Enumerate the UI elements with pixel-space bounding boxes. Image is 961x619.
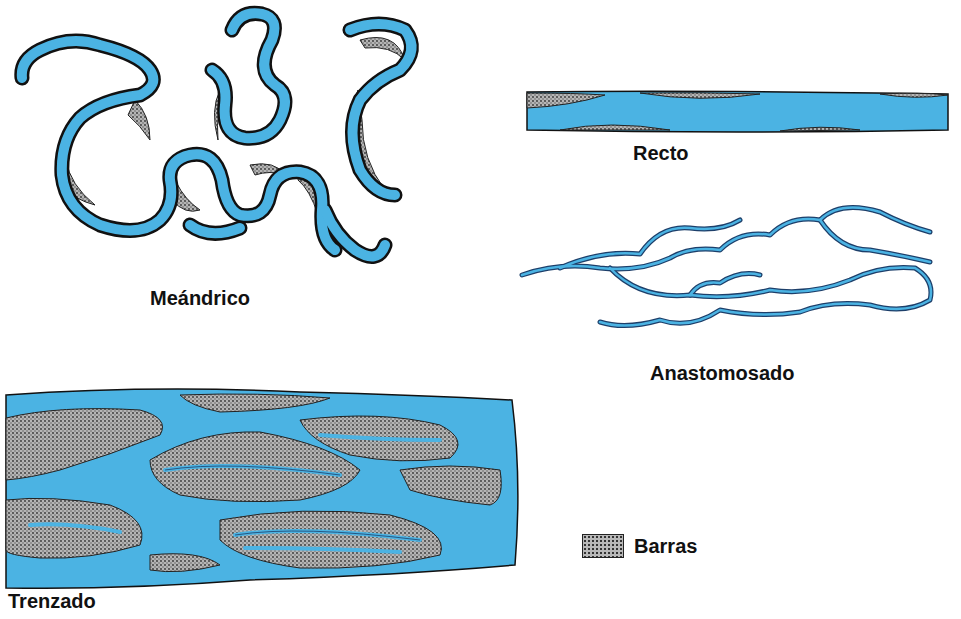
river-type-label: Anastomosado xyxy=(650,362,794,385)
river-type-label: Trenzado xyxy=(8,590,96,613)
legend-text: Barras xyxy=(634,535,697,558)
river-type-label: Meándrico xyxy=(150,287,250,310)
meander-channel xyxy=(22,13,412,256)
braided-channel xyxy=(6,389,518,588)
straight-channel xyxy=(527,91,948,132)
legend-swatch xyxy=(582,534,624,558)
river-type-label: Recto xyxy=(633,142,689,165)
anastomosing-channels xyxy=(522,208,931,326)
legend-entry: Barras xyxy=(582,534,697,558)
